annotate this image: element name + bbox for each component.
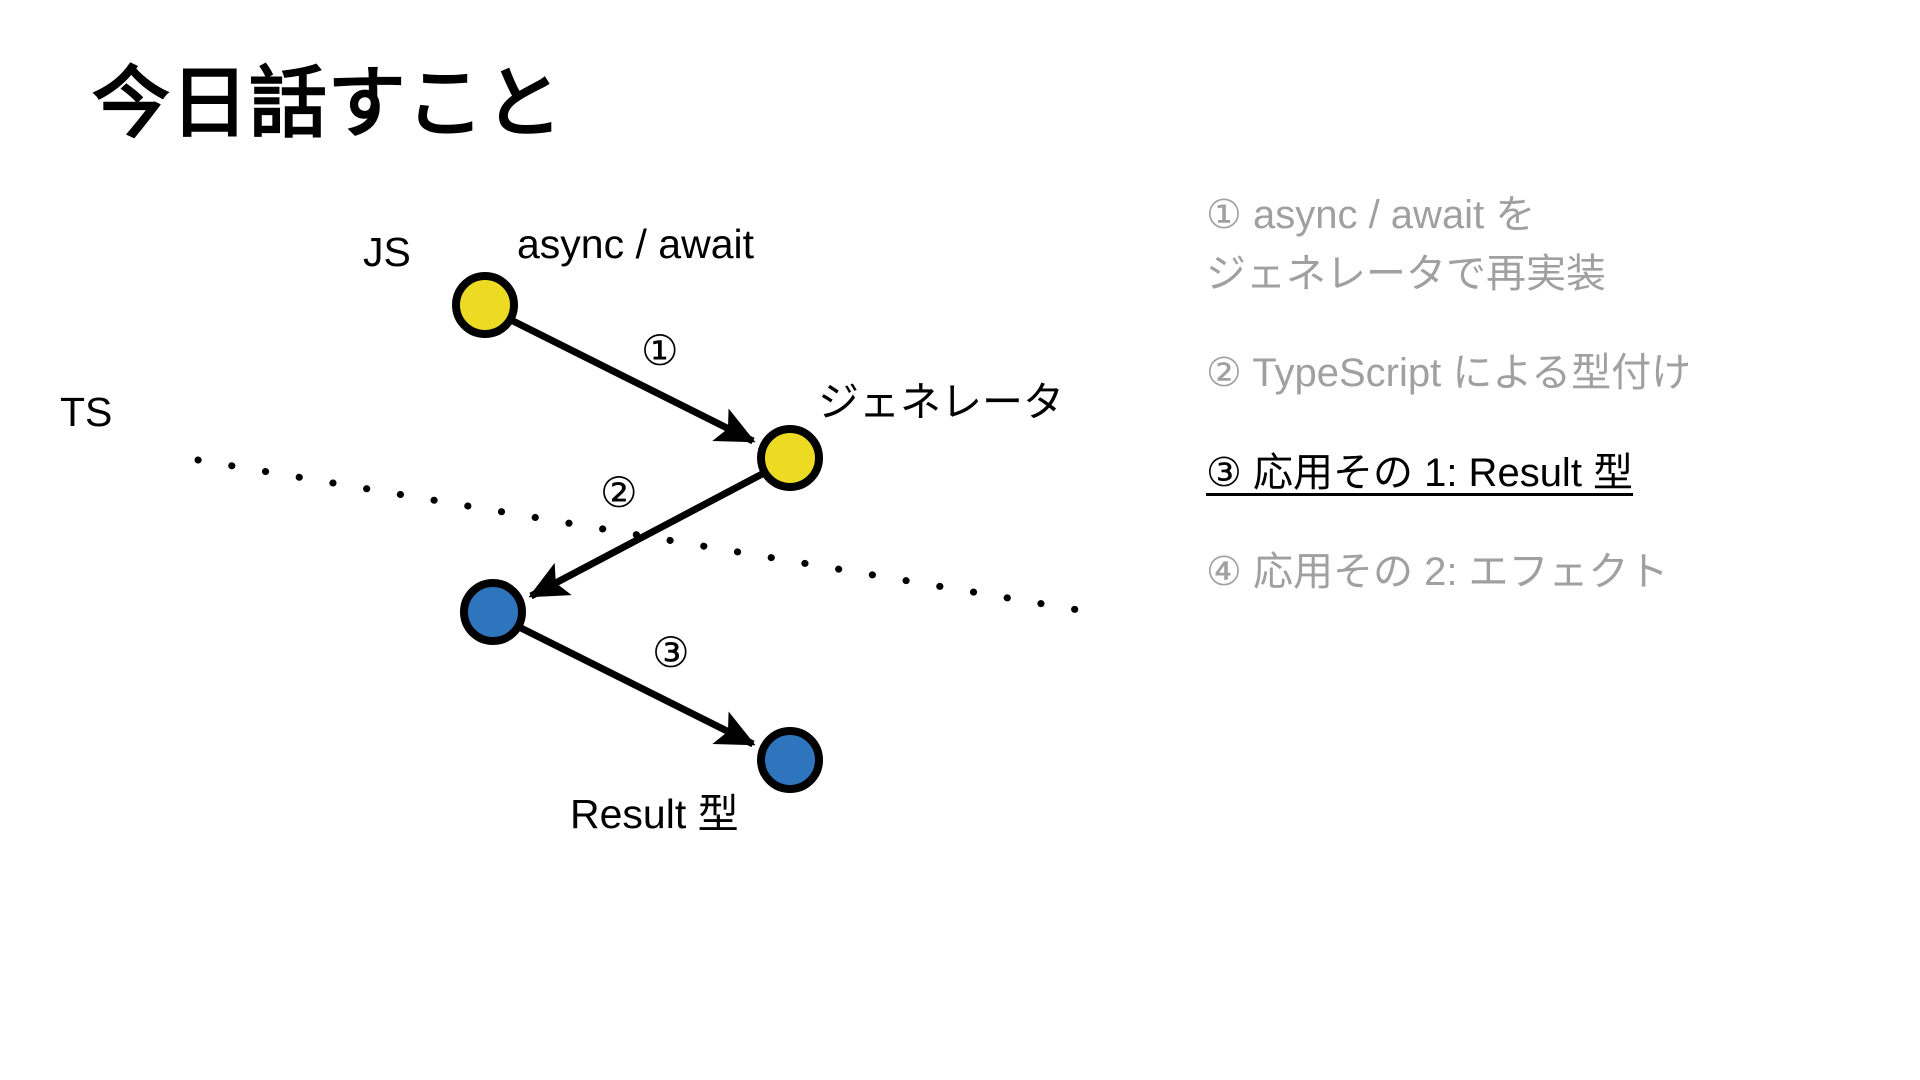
agenda-item-3[interactable]: ③ 応用その 1: Result 型 [1206, 450, 1634, 495]
node-generator[interactable] [757, 425, 823, 491]
agenda-item-1[interactable]: ① async / await を ジェネレータで再実装 [1206, 193, 1606, 297]
agenda-list: ① async / await を ジェネレータで再実装 ② TypeScrip… [1206, 186, 1866, 602]
node-label-result-type: Result 型 [570, 791, 739, 837]
edge-generator-to-ts [528, 469, 766, 600]
node-result-type[interactable] [757, 727, 823, 793]
edge-marker-two: ② [600, 469, 638, 516]
page-title: 今日話すこと [92, 59, 564, 147]
diagram-canvas [194, 272, 1106, 793]
edge-marker-one: ① [641, 327, 679, 374]
edge-ts-to-result [517, 623, 756, 748]
agenda-item-2[interactable]: ② TypeScript による型付け [1206, 351, 1692, 396]
edge-marker-three: ③ [652, 629, 690, 676]
agenda-item-4[interactable]: ④ 応用その 2: エフェクト [1206, 549, 1669, 594]
concept-diagram: JS TS async / await ジェネレータ Result 型 ① ② … [60, 221, 1106, 837]
node-label-async-await: async / await [517, 221, 754, 267]
lane-label-ts: TS [60, 389, 113, 435]
edge-async-to-generator [509, 316, 756, 445]
node-ts-generator[interactable] [460, 579, 526, 645]
node-label-generator: ジェネレータ [818, 379, 1064, 425]
lane-label-js: JS [363, 229, 411, 275]
node-async-await[interactable] [452, 272, 518, 338]
